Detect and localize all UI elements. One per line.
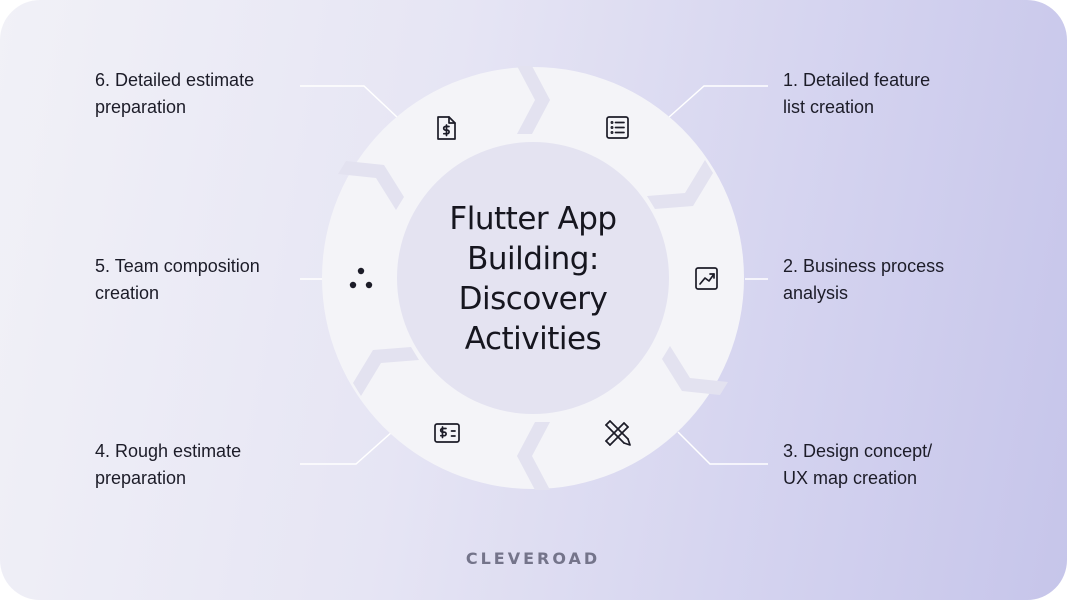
design-tools-icon [605,420,631,446]
connector-line-4 [300,431,393,465]
step-5-label: 5. Team composition creation [95,256,260,303]
connector-lines [300,85,768,465]
segment-gaps [338,66,728,490]
segment-gap-upper-left [338,161,404,210]
step-3-label: 3. Design concept/ UX map creation [783,441,933,488]
segment-gap-upper-right [647,160,713,209]
step-1-label: 1. Detailed feature list creation [783,70,931,117]
dollar-document-icon [437,116,456,140]
connector-line-3 [677,431,768,465]
segment-gap-bottom [517,422,550,490]
segment-gap-lower-right [662,346,728,395]
segment-gap-top [517,66,550,134]
list-document-icon [606,116,629,139]
trending-chart-icon [695,267,718,290]
brand-logo: CLEVEROAD [465,549,601,568]
step-2-label: 2. Business process analysis [783,256,945,303]
step-4-label: 4. Rough estimate preparation [95,441,242,488]
step-6-label: 6. Detailed estimate preparation [95,70,255,117]
team-dots-icon [349,267,373,289]
dollar-bill-icon [434,423,460,443]
diagram-title: Flutter App Building: Discovery Activiti… [449,201,617,357]
connector-line-6 [300,85,399,119]
connector-line-1 [667,85,768,119]
segment-gap-lower-left [353,347,419,396]
center-hub [397,142,669,414]
